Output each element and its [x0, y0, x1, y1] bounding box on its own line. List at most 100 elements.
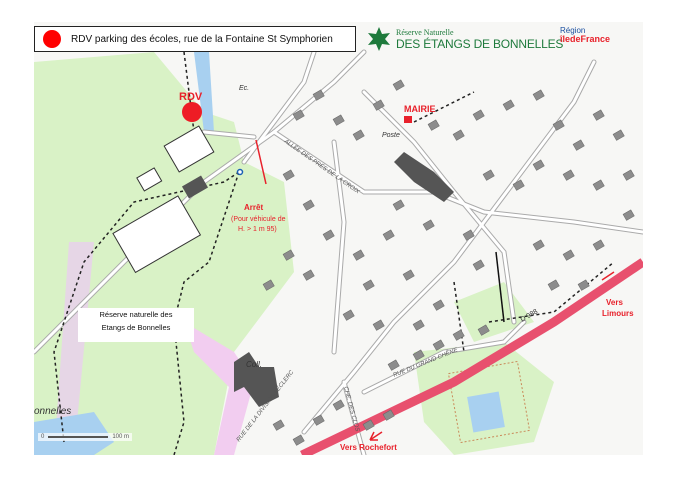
reserve-star-icon — [368, 27, 390, 51]
rdv-dot-icon — [43, 30, 61, 48]
map[interactable]: RDV MAIRIE Poste Ec. Coll. Arrêt (Pour v… — [34, 22, 643, 455]
logo-line2: DES ÉTANGS DE BONNELLES — [396, 36, 564, 51]
arret-label: Arrêt — [244, 203, 263, 212]
building — [472, 109, 485, 121]
building — [532, 239, 545, 251]
outlined-areas — [112, 125, 215, 274]
building — [352, 129, 365, 141]
building — [622, 169, 635, 181]
scale-bar: 0 100 m — [38, 433, 133, 441]
vers-limours-label: Vers — [606, 298, 623, 307]
building — [452, 129, 465, 141]
rdv-banner: RDV parking des écoles, rue de la Fontai… — [34, 26, 356, 52]
forest-area — [454, 282, 534, 342]
building — [552, 119, 565, 131]
building — [282, 169, 295, 181]
building — [292, 434, 305, 446]
building — [342, 309, 355, 321]
sports-field — [112, 195, 202, 274]
reserve-boundary — [54, 242, 94, 455]
arret-note: H. > 1 m 95) — [238, 226, 277, 233]
rdv-marker[interactable] — [182, 102, 202, 122]
building — [422, 219, 435, 231]
arret-arrow — [255, 139, 267, 185]
building — [592, 239, 605, 251]
building-outline — [136, 167, 163, 192]
limours-arrow — [601, 271, 615, 281]
mairie-marker — [404, 116, 412, 123]
pond-fence — [447, 360, 531, 444]
arret-note: (Pour véhicule de — [231, 216, 286, 223]
college-building — [234, 352, 279, 407]
building — [482, 169, 495, 181]
reserve-label: Etangs de Bonnelles — [101, 323, 171, 332]
rochefort-arrow — [369, 431, 383, 441]
ecole-label: Ec. — [239, 85, 249, 92]
building — [312, 89, 325, 101]
building — [322, 229, 335, 241]
building — [427, 119, 440, 131]
building — [562, 169, 575, 181]
logo-line1: Réserve Naturelle — [396, 27, 454, 37]
building — [382, 409, 395, 421]
building — [532, 159, 545, 171]
mairie-label: MAIRIE — [404, 104, 436, 114]
building — [577, 279, 590, 291]
street-fill — [34, 50, 643, 455]
region-line1: Région — [560, 26, 586, 35]
building — [302, 199, 315, 211]
scale-end: 100 m — [112, 434, 130, 440]
building — [392, 199, 405, 211]
parking-lot — [163, 125, 215, 173]
building — [372, 319, 385, 331]
building — [292, 109, 305, 121]
building — [622, 209, 635, 221]
rdv-label: RDV — [179, 91, 203, 103]
reserve-logo: Réserve Naturelle DES ÉTANGS DE BONNELLE… — [366, 26, 563, 52]
building — [312, 414, 325, 426]
building — [282, 249, 295, 261]
poste-label: Poste — [382, 132, 400, 139]
region-logo: Région îledeFrance — [560, 26, 610, 44]
building — [412, 319, 425, 331]
building — [502, 99, 515, 111]
reserve-boundary — [184, 322, 254, 455]
building — [362, 279, 375, 291]
building — [392, 79, 405, 91]
building — [302, 269, 315, 281]
building — [181, 175, 209, 199]
building — [452, 329, 465, 341]
water — [194, 52, 214, 132]
bus-stop-marker[interactable] — [236, 168, 244, 176]
building — [352, 249, 365, 261]
building — [402, 269, 415, 281]
building — [382, 229, 395, 241]
building — [572, 139, 585, 151]
building — [547, 279, 560, 291]
bonnelles-label: onnelles — [34, 406, 71, 417]
building — [512, 179, 525, 191]
scale-line — [48, 436, 109, 438]
buildings — [262, 79, 635, 446]
pond — [467, 391, 505, 433]
building — [592, 109, 605, 121]
rdv-banner-text: RDV parking des écoles, rue de la Fontai… — [71, 33, 333, 45]
building — [562, 249, 575, 261]
building — [472, 259, 485, 271]
building — [432, 299, 445, 311]
building — [462, 229, 475, 241]
region-line2: îledeFrance — [560, 34, 611, 44]
building — [272, 419, 285, 431]
building — [592, 179, 605, 191]
building — [477, 324, 490, 336]
road-d988 — [300, 258, 643, 455]
reserve-label-box: Réserve naturelle des Etangs de Bonnelle… — [78, 308, 194, 342]
building — [332, 399, 345, 411]
building — [387, 359, 400, 371]
scale-start: 0 — [41, 434, 45, 440]
footpath — [495, 251, 505, 323]
college-label: Coll. — [246, 360, 262, 369]
building — [432, 339, 445, 351]
building — [262, 279, 275, 291]
building — [362, 419, 375, 431]
